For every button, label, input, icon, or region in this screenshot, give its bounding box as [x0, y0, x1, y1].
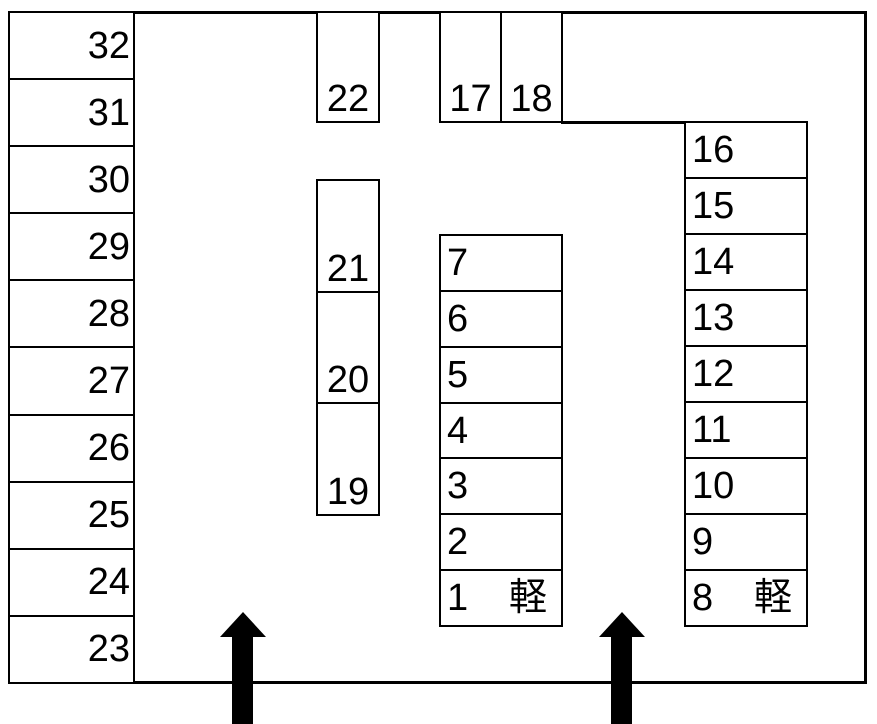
kei-label: 軽 — [508, 577, 547, 620]
space-number: 17 — [449, 78, 492, 120]
space-number: 21 — [326, 247, 370, 290]
parking-space: 3 — [441, 459, 561, 516]
up-arrow-icon — [220, 612, 266, 724]
space-number: 32 — [87, 24, 130, 67]
spaces-17-18-row: 17 18 — [439, 11, 563, 123]
space-number: 18 — [510, 78, 553, 120]
space-number: 30 — [87, 158, 130, 201]
parking-space: 18 — [502, 13, 561, 121]
space-number: 27 — [87, 360, 130, 403]
up-arrow-icon — [599, 612, 645, 724]
space-number: 3 — [447, 465, 469, 508]
parking-space: 10 — [686, 459, 806, 515]
parking-space: 15 — [686, 179, 806, 235]
wall-line — [561, 121, 686, 124]
space-number: 14 — [692, 241, 735, 283]
parking-space: 32 — [10, 13, 133, 81]
space-22-box: 22 — [316, 11, 380, 123]
arrow-shaft — [232, 636, 253, 724]
parking-space: 23 — [10, 617, 133, 682]
space-number: 4 — [447, 409, 469, 452]
space-number: 11 — [692, 409, 732, 451]
space-number: 2 — [447, 521, 469, 564]
parking-space: 31 — [10, 80, 133, 148]
parking-space: 8 軽 — [686, 571, 806, 625]
parking-space: 28 — [10, 281, 133, 349]
parking-space: 2 — [441, 515, 561, 572]
space-number: 16 — [692, 129, 735, 171]
center-parking-column: 7 6 5 4 3 2 1 軽 — [439, 234, 563, 627]
arrow-head — [220, 612, 266, 637]
parking-space: 30 — [10, 147, 133, 215]
space-number: 29 — [87, 225, 130, 268]
arrow-head — [599, 612, 645, 637]
space-number: 15 — [692, 185, 735, 227]
space-number: 25 — [87, 494, 130, 537]
parking-space: 25 — [10, 483, 133, 550]
space-number: 10 — [692, 465, 735, 507]
parking-space: 16 — [686, 123, 806, 179]
parking-space: 26 — [10, 416, 133, 483]
kei-label: 軽 — [753, 577, 792, 619]
spaces-19-21-column: 21 20 19 — [316, 179, 380, 516]
space-number: 8 — [692, 577, 714, 619]
space-number: 6 — [447, 297, 469, 340]
parking-space: 14 — [686, 235, 806, 291]
right-parking-column: 16 15 14 13 12 11 10 9 — [684, 121, 808, 627]
parking-space: 27 — [10, 348, 133, 416]
parking-space: 6 — [441, 292, 561, 348]
left-parking-column: 32 31 30 29 28 27 26 25 24 23 — [8, 11, 135, 684]
parking-space: 1 軽 — [441, 571, 561, 625]
space-number: 12 — [692, 353, 735, 395]
parking-space: 13 — [686, 291, 806, 347]
space-number: 5 — [447, 353, 469, 396]
space-number: 1 — [447, 577, 469, 620]
parking-space: 22 — [318, 13, 378, 121]
arrow-shaft — [611, 636, 632, 724]
space-number: 20 — [326, 359, 370, 402]
parking-space: 7 — [441, 236, 561, 292]
space-number: 22 — [326, 78, 370, 120]
space-number: 26 — [87, 427, 130, 470]
space-number: 23 — [87, 628, 130, 671]
space-number: 19 — [326, 471, 370, 514]
space-number: 31 — [87, 91, 130, 134]
parking-space: 12 — [686, 347, 806, 403]
parking-space: 29 — [10, 214, 133, 282]
parking-space: 17 — [441, 13, 502, 121]
parking-space: 5 — [441, 348, 561, 404]
space-number: 28 — [87, 292, 130, 335]
space-number: 24 — [87, 561, 130, 604]
parking-space: 4 — [441, 404, 561, 460]
parking-space: 19 — [318, 404, 378, 514]
space-number: 7 — [447, 241, 469, 284]
parking-space: 24 — [10, 550, 133, 617]
parking-space: 20 — [318, 293, 378, 405]
parking-space: 11 — [686, 403, 806, 459]
space-number: 9 — [692, 521, 714, 563]
parking-space: 21 — [318, 181, 378, 293]
parking-space: 9 — [686, 515, 806, 571]
space-number: 13 — [692, 297, 735, 339]
